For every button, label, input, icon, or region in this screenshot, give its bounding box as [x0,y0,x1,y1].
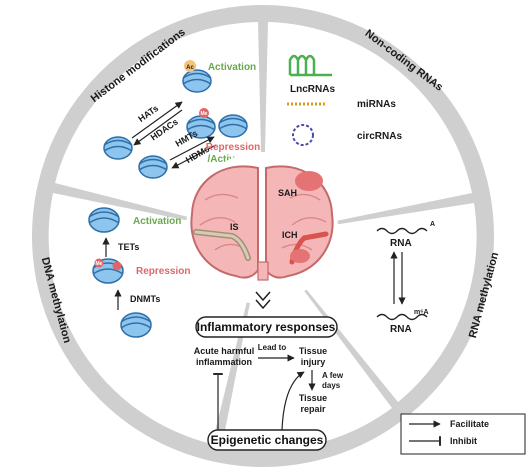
methyl-badge-icon [199,108,209,118]
brain-sah-label: SAH [278,188,297,198]
rna-strand-icon [376,313,428,321]
mirna-label: miRNAs [357,99,396,110]
epigenetic-title: Epigenetic changes [211,433,324,447]
lncrna-label: LncRNAs [290,84,335,95]
tissue-injury-line1: Tissue [299,346,327,356]
dna-activation-label: Activation [133,216,181,227]
histone-repression-label: Repression [206,142,260,153]
acute-line2: inflammation [196,357,252,367]
acute-line1: Acute harmful [194,346,255,356]
inflammation-flow: Inflammatory responses Acute harmful inf… [194,316,344,451]
rna-bottom-label: RNA [390,324,412,335]
methyl-badge-icon [112,261,122,271]
tissue-repair-line1: Tissue [299,393,327,403]
brain-left-hemisphere [190,165,259,279]
nucleosome-icon [88,207,120,233]
dna-panel: Activation TETs Me Repression DNMTs [88,207,190,338]
circrna-icon [292,124,314,146]
methyl-badge-icon [94,258,104,268]
ich-lesion [290,249,310,263]
inflammatory-box [195,316,338,338]
brain-folds [199,193,327,251]
dna-methyl-label: Me [96,261,103,267]
acetyl-label: Ac [186,65,194,71]
afew-line2: days [322,381,341,390]
tets-label: TETs [118,242,139,252]
brain-illustration: SAH IS ICH [186,152,338,310]
rna-panel: RNA A m⁶A RNA [376,221,435,335]
histone-activation-label: Activation [208,62,256,73]
afew-line1: A few [322,371,344,380]
inflammatory-title: Inflammatory responses [197,320,336,334]
brain-ich-label: ICH [282,230,298,240]
hmts-arrow [169,136,215,161]
tissue-repair-line2: repair [300,404,326,414]
nucleosome-icon [138,155,168,179]
epigenetic-box [207,429,327,451]
rna-a-label: A [430,221,435,228]
acetyl-badge-icon [184,60,196,72]
legend: Facilitate Inhibit [400,413,526,455]
legend-inhibit-label: Inhibit [450,436,477,446]
brain-is-label: IS [230,222,239,232]
lncrna-icon [288,54,332,77]
legend-box [400,413,526,455]
ncrna-panel: LncRNAs miRNAs circRNAs [287,54,402,146]
lead-to-label: Lead to [258,343,287,352]
facilitate-curve [281,371,305,431]
brain-stem [257,261,269,281]
rna-strand-icon [376,227,428,235]
rna-m6a-label: m⁶A [414,309,429,316]
double-down-chevron-icon [255,291,271,310]
nucleosome-icon [120,312,152,338]
methyl-label: Me [201,111,208,117]
hdms-arrow [171,144,217,169]
is-vessel-inner [194,230,250,260]
sah-lesion [295,171,323,191]
hdacs-arrow [133,109,183,146]
hats-arrow [131,101,183,139]
tissue-injury-line2: injury [301,357,326,367]
nucleosome-icon [218,114,248,138]
rna-top-label: RNA [390,238,412,249]
dna-repression-label: Repression [136,266,190,277]
dnmts-label: DNMTs [130,294,160,304]
circrna-label: circRNAs [357,131,402,142]
nucleosome-icon [103,136,133,160]
legend-facilitate-label: Facilitate [450,419,489,429]
